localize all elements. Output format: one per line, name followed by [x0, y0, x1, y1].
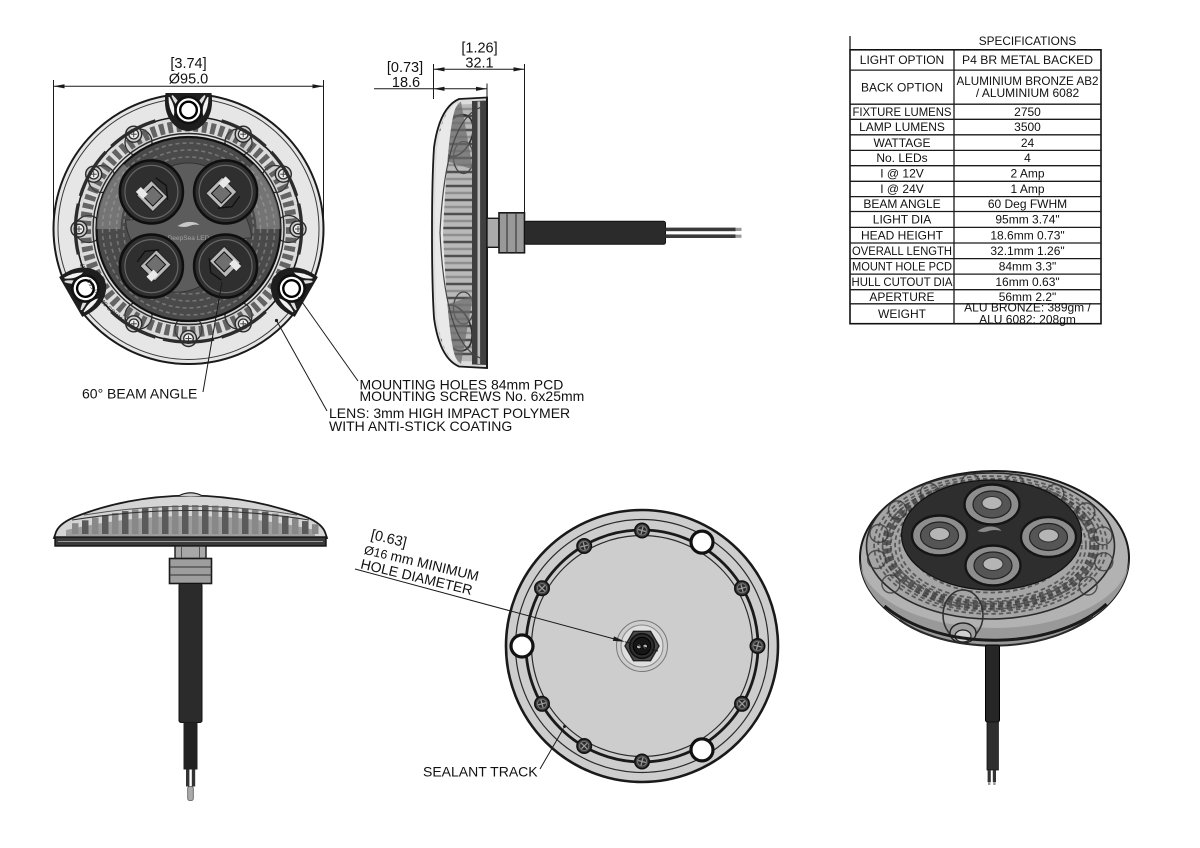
svg-text:LIGHT DIA: LIGHT DIA [873, 213, 931, 227]
svg-text:16mm 0.63": 16mm 0.63" [995, 275, 1059, 289]
svg-text:ALUMINIUM BRONZE AB2: ALUMINIUM BRONZE AB2 [957, 74, 1099, 88]
svg-text:LAMP LUMENS: LAMP LUMENS [859, 120, 945, 134]
svg-text:18.6mm 0.73": 18.6mm 0.73" [990, 228, 1064, 242]
svg-text:18.6: 18.6 [392, 75, 420, 91]
svg-text:4: 4 [1024, 151, 1031, 165]
svg-text:LIGHT OPTION: LIGHT OPTION [860, 53, 944, 67]
svg-text:2 Amp: 2 Amp [1010, 167, 1044, 181]
svg-text:60° BEAM ANGLE: 60° BEAM ANGLE [82, 385, 197, 401]
svg-text:MOUNTING SCREWS No. 6x25mm: MOUNTING SCREWS No. 6x25mm [360, 388, 585, 404]
svg-text:/ ALUMINIUM 6082: / ALUMINIUM 6082 [976, 86, 1080, 100]
svg-text:1 Amp: 1 Amp [1010, 182, 1044, 196]
svg-text:ALU BRONZE: 389gm /: ALU BRONZE: 389gm / [964, 301, 1091, 315]
svg-text:60 Deg FWHM: 60 Deg FWHM [988, 197, 1067, 211]
svg-text:I @ 12V: I @ 12V [880, 167, 924, 181]
svg-text:56mm 2.2": 56mm 2.2" [999, 290, 1057, 304]
svg-text:MOUNTING HOLES 84mm PCD: MOUNTING HOLES 84mm PCD [360, 377, 564, 393]
svg-text:I @ 24V: I @ 24V [880, 182, 924, 196]
svg-text:HULL CUTOUT DIA: HULL CUTOUT DIA [852, 275, 953, 289]
svg-text:HEAD HEIGHT: HEAD HEIGHT [861, 228, 944, 242]
svg-text:3500: 3500 [1014, 120, 1041, 134]
svg-text:WITH ANTI-STICK COATING: WITH ANTI-STICK COATING [329, 418, 512, 434]
svg-text:ALU 6082: 208gm: ALU 6082: 208gm [979, 312, 1076, 326]
svg-text:[3.74]: [3.74] [170, 56, 206, 72]
svg-text:32.1: 32.1 [465, 56, 493, 72]
svg-text:OVERALL LENGTH: OVERALL LENGTH [852, 244, 952, 258]
svg-text:P4 BR METAL BACKED: P4 BR METAL BACKED [962, 53, 1093, 67]
svg-text:DeepSea LED: DeepSea LED [168, 235, 210, 242]
svg-text:32.1mm 1.26": 32.1mm 1.26" [990, 244, 1064, 258]
svg-text:APERTURE: APERTURE [869, 290, 934, 304]
svg-text:WATTAGE: WATTAGE [873, 136, 930, 150]
svg-text:2750: 2750 [1014, 105, 1041, 119]
svg-text:SPECIFICATIONS: SPECIFICATIONS [979, 34, 1077, 48]
svg-text:BACK OPTION: BACK OPTION [861, 80, 943, 94]
svg-text:[1.26]: [1.26] [461, 41, 497, 57]
svg-text:95mm 3.74": 95mm 3.74" [995, 213, 1059, 227]
svg-text:No. LEDs: No. LEDs [876, 151, 927, 165]
svg-text:84mm 3.3": 84mm 3.3" [999, 260, 1057, 274]
svg-text:BEAM ANGLE: BEAM ANGLE [863, 197, 940, 211]
svg-text:[0.73]: [0.73] [387, 60, 423, 76]
svg-text:24: 24 [1021, 136, 1035, 150]
svg-text:FIXTURE LUMENS: FIXTURE LUMENS [853, 105, 952, 119]
svg-text:LENS: 3mm HIGH IMPACT POLYMER: LENS: 3mm HIGH IMPACT POLYMER [329, 405, 570, 421]
svg-text:WEIGHT: WEIGHT [878, 307, 927, 321]
svg-text:MOUNT HOLE PCD: MOUNT HOLE PCD [852, 260, 952, 274]
svg-text:SEALANT TRACK: SEALANT TRACK [423, 764, 538, 780]
svg-text:Ø95.0: Ø95.0 [169, 72, 209, 88]
